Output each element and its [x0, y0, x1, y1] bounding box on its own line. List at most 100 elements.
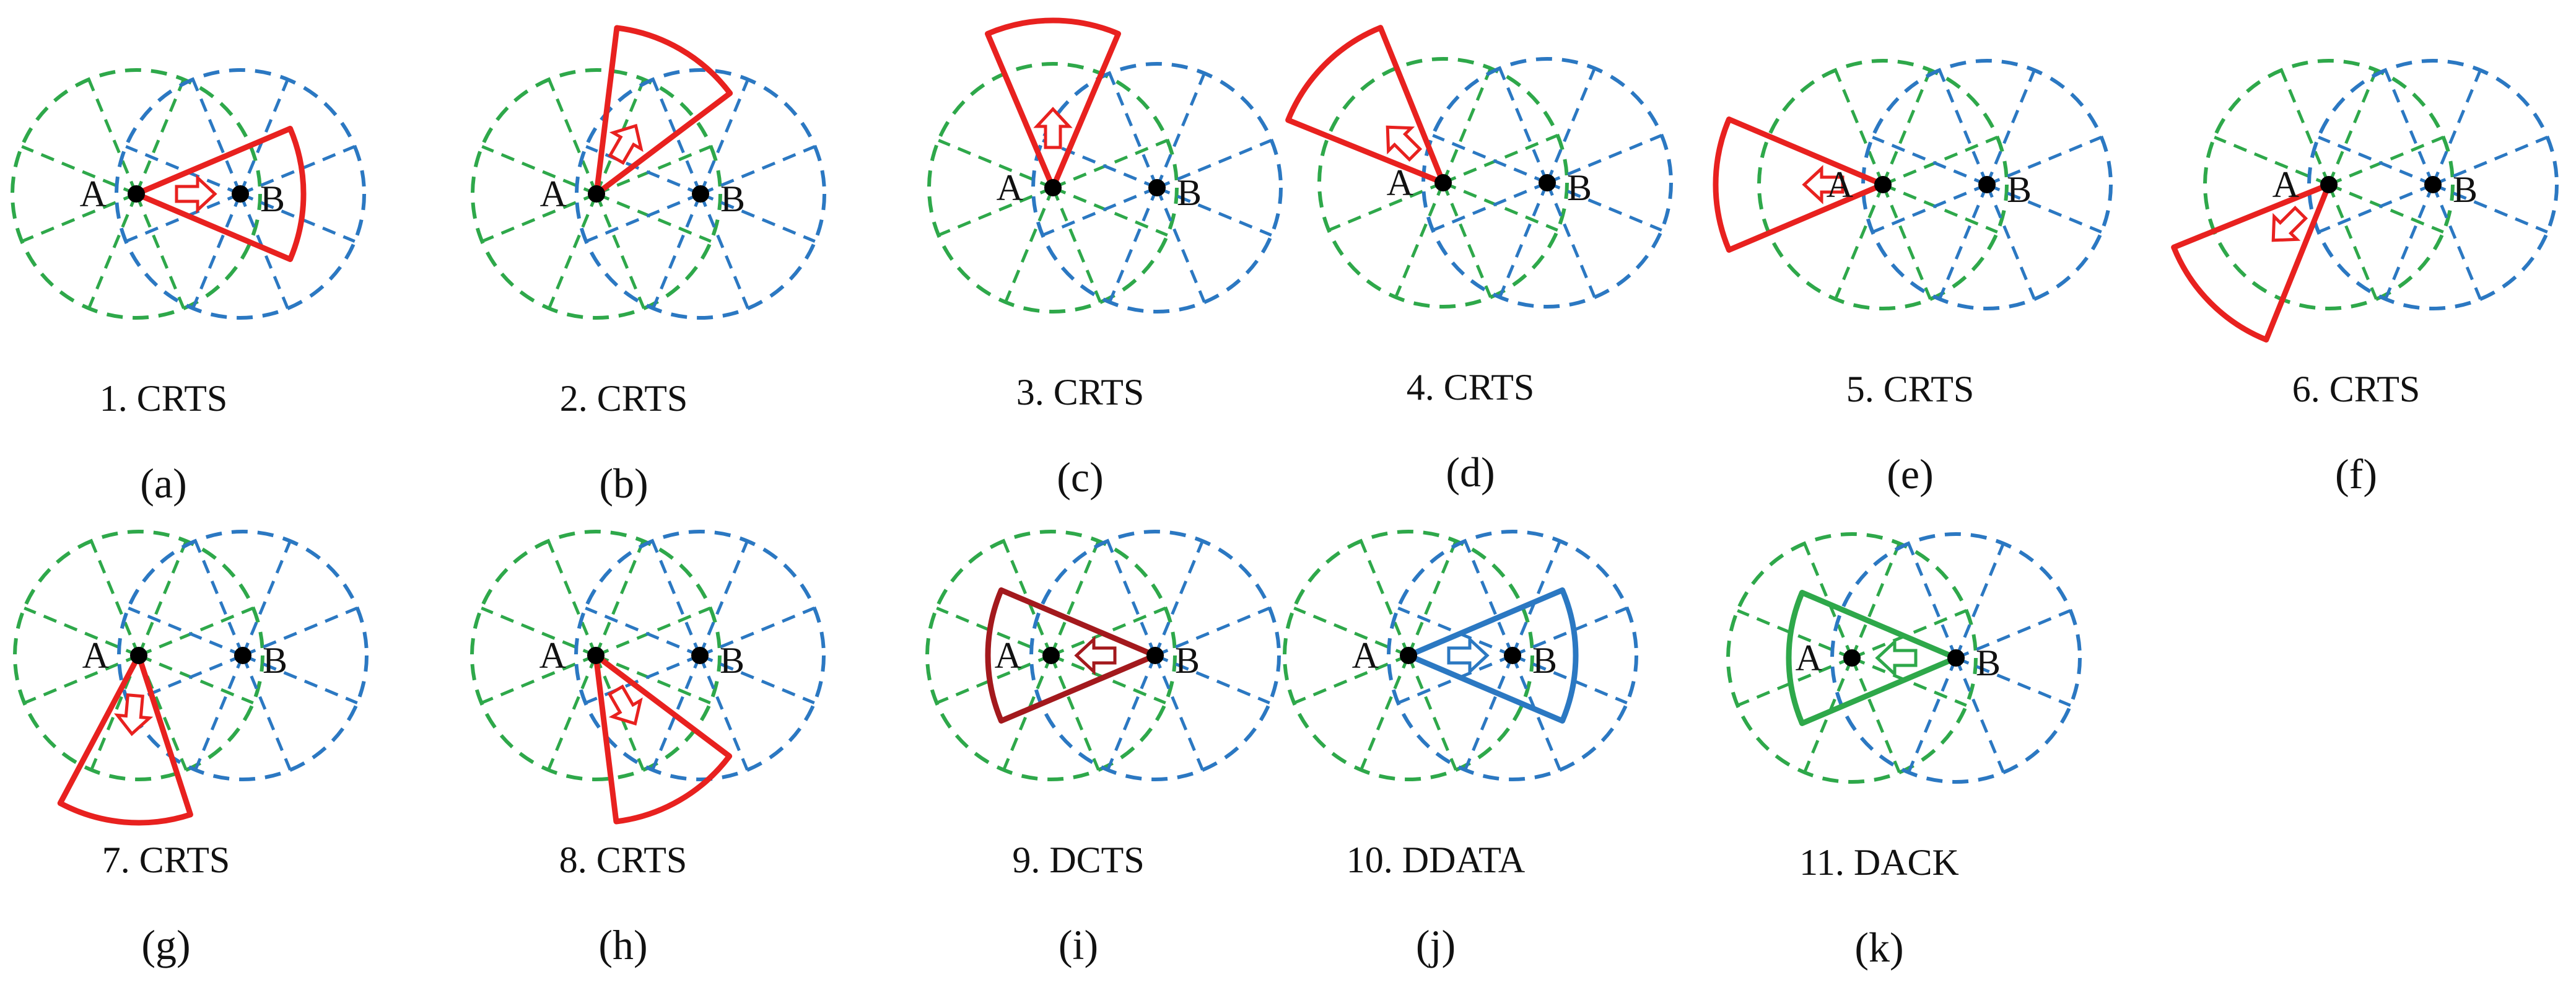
- node-b-coverage-spoke: [1153, 540, 1204, 656]
- node-b-coverage-spoke: [1108, 187, 1159, 303]
- node-b-coverage-spoke: [1545, 68, 1596, 183]
- node-b-coverage-spoke: [1985, 69, 2036, 185]
- beam-sector: [985, 17, 1121, 191]
- panel-caption: 7. CRTS: [102, 839, 230, 880]
- node-b-coverage-spoke: [242, 654, 358, 704]
- node-b-coverage-spoke: [1547, 134, 1662, 185]
- node-a-coverage-spoke: [1882, 183, 1998, 234]
- panel-label: (c): [1057, 454, 1103, 501]
- node-b-coverage-spoke: [1432, 181, 1548, 232]
- beam-sector: [1405, 587, 1579, 724]
- node-b-label: B: [1567, 167, 1592, 208]
- direction-arrow-icon: [607, 684, 643, 726]
- node-b-coverage-spoke: [1042, 186, 1158, 237]
- panel-caption: 6. CRTS: [2292, 369, 2420, 410]
- node-a-coverage-spoke: [137, 540, 188, 656]
- node-b-dot: [692, 185, 709, 203]
- panel-label: (d): [1446, 449, 1495, 496]
- node-a-coverage-spoke: [1881, 69, 1932, 185]
- node-a-dot: [2320, 176, 2338, 193]
- node-b-coverage-spoke: [698, 540, 749, 656]
- node-b-coverage: [1031, 62, 1283, 313]
- node-b-label: B: [1532, 640, 1557, 681]
- node-b-coverage-spoke: [1955, 656, 2071, 707]
- node-a-coverage-spoke: [1882, 136, 1998, 186]
- node-b-coverage-spoke: [1156, 139, 1272, 190]
- node-a-coverage: [927, 62, 1179, 313]
- panel-label: (a): [140, 460, 186, 507]
- node-b-coverage: [1387, 530, 1638, 781]
- node-a-coverage-spoke: [596, 192, 712, 243]
- node-a-label: A: [1796, 638, 1822, 678]
- node-b-label: B: [1177, 172, 1202, 213]
- node-b-coverage-spoke: [2318, 136, 2434, 186]
- node-b-coverage-spoke: [1108, 72, 1159, 188]
- node-a-coverage-spoke: [1850, 543, 1901, 659]
- node-a-coverage-spoke: [481, 145, 597, 196]
- direction-arrow-icon: [175, 174, 217, 214]
- node-a-coverage-spoke: [2327, 69, 2378, 185]
- direction-arrow-icon: [608, 123, 644, 165]
- node-b-coverage-spoke: [2431, 69, 2482, 185]
- node-b-coverage-spoke: [2318, 183, 2434, 234]
- panel-d: A B 4. CRTS (d): [1285, 25, 1673, 496]
- node-a-coverage-spoke: [2328, 183, 2444, 234]
- node-a-coverage-spoke: [1051, 187, 1102, 303]
- node-b-coverage: [115, 68, 366, 320]
- node-a-coverage-spoke: [595, 193, 645, 309]
- node-a-coverage-spoke: [1881, 184, 1932, 300]
- panel-caption: 9. DCTS: [1012, 839, 1144, 880]
- panel-label: (k): [1854, 924, 1903, 971]
- panel-caption: 1. CRTS: [100, 378, 227, 419]
- beam-sector: [57, 652, 193, 826]
- direction-arrow-icon: [1875, 638, 1918, 678]
- node-a-coverage-spoke: [138, 607, 254, 657]
- node-a-label: A: [1387, 162, 1413, 203]
- node-b-coverage-spoke: [191, 79, 242, 195]
- node-a-coverage-spoke: [1293, 607, 1409, 657]
- panel-caption: 4. CRTS: [1407, 367, 1534, 408]
- node-b-coverage-spoke: [699, 607, 815, 657]
- beam-sector: [593, 652, 733, 825]
- node-b-coverage-spoke: [1464, 655, 1514, 771]
- node-b-label: B: [1976, 642, 2001, 683]
- node-a-coverage-spoke: [2327, 184, 2378, 300]
- node-b-coverage-spoke: [1498, 68, 1549, 183]
- node-b-label: B: [720, 640, 744, 681]
- node-a-coverage: [13, 530, 264, 781]
- node-b-coverage: [2307, 59, 2559, 310]
- beam-sector: [1285, 25, 1446, 186]
- panel-label: (h): [598, 921, 647, 968]
- node-a-coverage-spoke: [1049, 540, 1100, 656]
- node-a-label: A: [539, 635, 566, 676]
- node-a-coverage-spoke: [138, 654, 254, 704]
- node-b-label: B: [2453, 169, 2478, 210]
- node-b-coverage: [574, 530, 826, 781]
- node-a-coverage-spoke: [1441, 182, 1492, 298]
- node-b-dot: [691, 647, 709, 664]
- node-a-coverage: [925, 530, 1177, 781]
- node-b-coverage-spoke: [700, 192, 816, 243]
- node-b-dot: [1148, 179, 1166, 196]
- node-a-dot: [1400, 647, 1417, 664]
- node-a-dot: [1874, 176, 1892, 193]
- beam-sector: [985, 587, 1158, 724]
- node-b-coverage-spoke: [1938, 184, 1989, 300]
- node-b-coverage-spoke: [1938, 69, 1989, 185]
- node-a-dot: [130, 647, 147, 664]
- node-b-label: B: [2007, 169, 2032, 210]
- node-b-coverage-spoke: [241, 540, 292, 656]
- node-b-coverage-spoke: [1872, 183, 1988, 234]
- direction-arrow-icon: [1447, 636, 1490, 675]
- node-b-dot: [1947, 649, 1965, 667]
- node-a-label: A: [1827, 164, 1853, 205]
- node-a-coverage-spoke: [1052, 186, 1168, 237]
- node-b-coverage: [1029, 530, 1281, 781]
